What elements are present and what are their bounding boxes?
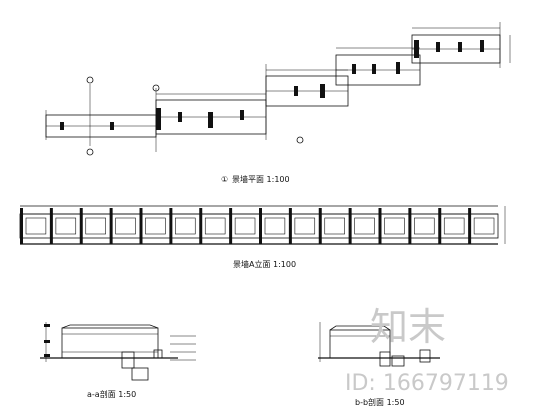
elevation-post — [169, 208, 173, 244]
elevation-post — [378, 208, 382, 244]
plan-dimension-lines — [45, 22, 511, 152]
elevation-panels — [20, 208, 495, 244]
elevation-panel — [204, 217, 226, 235]
elevation-post — [468, 208, 472, 244]
elevation-panel — [85, 217, 106, 235]
watermark: 知末 ID: 166797119 — [345, 305, 509, 396]
elevation-panel — [473, 217, 495, 235]
elevation-panel — [145, 217, 166, 235]
elevation-post — [348, 208, 352, 244]
elevation-panel — [324, 217, 345, 235]
elevation-post — [288, 208, 292, 244]
section-a-a-caption: a-a剖面 1:50 — [87, 389, 136, 399]
section-b-b — [318, 322, 440, 367]
elevation-panel — [354, 217, 375, 235]
section-b-b-caption: b-b剖面 1:50 — [355, 397, 405, 407]
elevation-panel — [55, 217, 77, 235]
elevation-post — [79, 208, 83, 244]
elevation-post — [49, 208, 53, 244]
plan-section-markers — [86, 76, 304, 156]
elevation-panel — [234, 217, 256, 235]
plan-caption: 景墙平面 1:100 — [232, 174, 290, 184]
elevation-post — [20, 208, 23, 244]
watermark-id: ID: 166797119 — [345, 371, 509, 396]
section-a-a-dims — [44, 324, 50, 357]
elevation-post — [408, 208, 412, 244]
elevation-panel — [443, 217, 465, 235]
section-a-a — [40, 322, 196, 381]
elevation-caption: 景墙A立面 1:100 — [233, 259, 296, 269]
elevation-panel — [115, 217, 136, 235]
elevation-panel — [414, 217, 435, 235]
elevation-panel — [294, 217, 316, 235]
elevation-panel — [384, 217, 405, 235]
plan-marker-symbol: ① — [221, 175, 228, 184]
wall-plan-view — [45, 22, 511, 156]
elevation-post — [229, 208, 233, 244]
elevation-post — [318, 208, 322, 244]
plan-pillars — [60, 40, 484, 130]
elevation-panel — [264, 217, 286, 235]
elevation-panel — [25, 217, 47, 235]
elevation-post — [139, 208, 143, 244]
plan-caption-group: ① 景墙平面 1:100 — [221, 174, 290, 184]
elevation-post — [199, 208, 203, 244]
watermark-logo: 知末 — [370, 305, 446, 349]
elevation-post — [109, 208, 113, 244]
elevation-panel — [175, 217, 196, 235]
elevation-post — [438, 208, 442, 244]
elevation-post — [259, 208, 262, 244]
